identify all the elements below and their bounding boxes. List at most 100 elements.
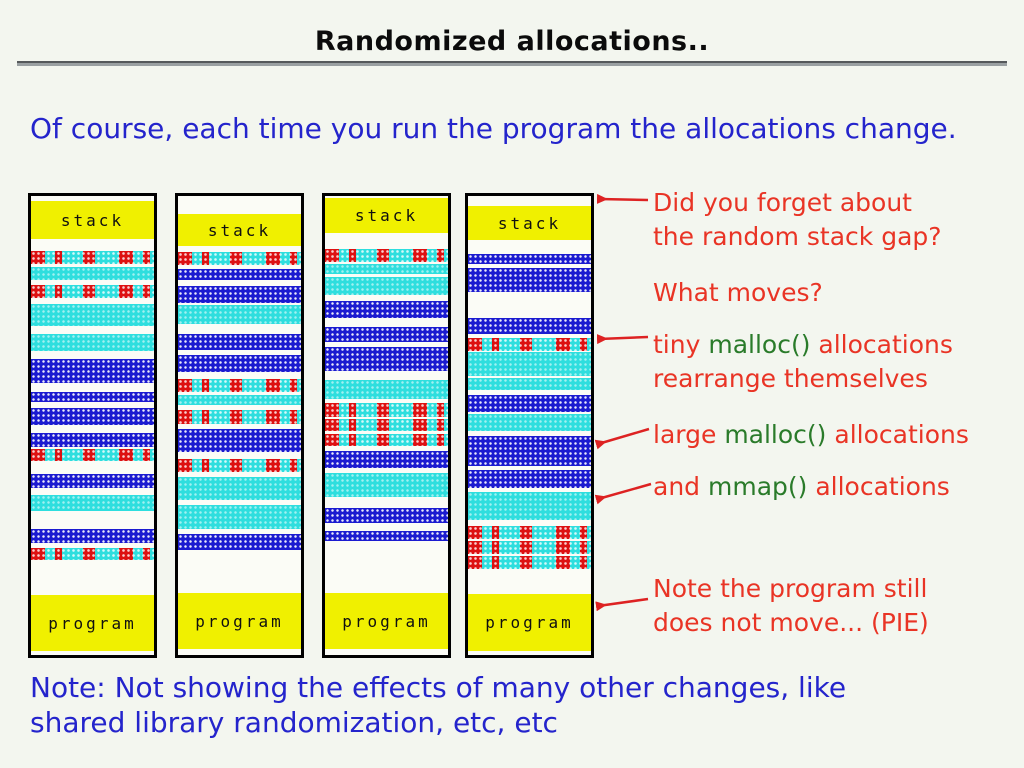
cyan-band — [31, 495, 154, 511]
tiny-malloc-band — [325, 434, 448, 446]
cyan-band — [325, 264, 448, 274]
blue-band — [468, 395, 591, 412]
tiny-malloc-band — [178, 410, 301, 424]
annotation-text-segment: allocations — [810, 330, 953, 359]
annotation-line: Did you forget about — [653, 186, 1018, 220]
blue-band — [468, 470, 591, 488]
cyan-band — [178, 477, 301, 500]
stack-region: stack — [31, 201, 154, 239]
stack-label: stack — [207, 220, 272, 240]
blue-band — [31, 529, 154, 543]
annotation-text-segment: rearrange themselves — [653, 364, 928, 393]
program-label: program — [485, 613, 574, 632]
stack-region: stack — [468, 206, 591, 240]
annotation-text-segment: Did you forget about — [653, 188, 912, 217]
cyan-band — [468, 378, 591, 390]
cyan-band — [178, 305, 301, 324]
blue-band — [468, 318, 591, 334]
program-label: program — [48, 613, 137, 633]
cyan-band — [325, 277, 448, 295]
blue-band — [468, 436, 591, 466]
annotation-text-segment: large — [653, 420, 725, 449]
annotation-line: does not move... (PIE) — [653, 606, 1018, 640]
annotation-text-segment: does not move... (PIE) — [653, 608, 929, 637]
annotation-text-segment: the random stack gap? — [653, 222, 942, 251]
page-title: Randomized allocations.. — [314, 26, 710, 57]
program-region: program — [178, 593, 301, 649]
stack-label: stack — [60, 210, 125, 230]
annotation-line: and mmap() allocations — [653, 470, 1018, 504]
tiny-malloc-band — [31, 251, 154, 264]
blue-band — [178, 429, 301, 452]
program-label: program — [342, 611, 431, 631]
blue-band — [325, 301, 448, 318]
blue-band — [325, 327, 448, 342]
blue-band — [178, 286, 301, 303]
cyan-band — [31, 267, 154, 280]
blue-band — [178, 334, 301, 350]
tiny-malloc-band — [178, 379, 301, 392]
tiny-malloc-band — [468, 556, 591, 569]
annotation-text-segment: malloc() — [708, 330, 811, 359]
annotation-text-segment: allocations — [826, 420, 969, 449]
blue-band — [325, 508, 448, 523]
annotation-line: rearrange themselves — [653, 362, 1018, 396]
stack-region: stack — [325, 198, 448, 233]
program-region: program — [468, 594, 591, 651]
cyan-band — [468, 492, 591, 520]
stack-label: stack — [497, 213, 562, 233]
cyan-band — [468, 352, 591, 376]
cyan-band — [31, 334, 154, 351]
blue-band — [31, 474, 154, 488]
blue-band — [31, 408, 154, 425]
note-large-malloc: large malloc() allocations — [653, 418, 1018, 452]
cyan-band — [468, 414, 591, 431]
tiny-malloc-band — [468, 338, 591, 351]
title-underline — [17, 61, 1007, 66]
tiny-malloc-band — [325, 419, 448, 431]
note-mmap: and mmap() allocations — [653, 470, 1018, 504]
blue-band — [178, 355, 301, 372]
annotation-text-segment: Note the program still — [653, 574, 928, 603]
annotation-text-segment: and — [653, 472, 708, 501]
annotation-line: What moves? — [653, 276, 1018, 310]
memory-column-run-2: stack program — [175, 193, 304, 658]
annotation-line: the random stack gap? — [653, 220, 1018, 254]
cyan-band — [178, 505, 301, 529]
annotation-line: Note the program still — [653, 572, 1018, 606]
tiny-malloc-band — [178, 252, 301, 265]
tiny-malloc-band — [31, 449, 154, 461]
note-pie: Note the program still does not move... (… — [653, 572, 1018, 640]
tiny-malloc-band — [468, 541, 591, 554]
program-region: program — [31, 595, 154, 651]
annotation-text-segment: mmap() — [707, 472, 808, 501]
blue-band — [31, 392, 154, 402]
blue-band — [31, 359, 154, 383]
blue-band — [325, 531, 448, 541]
intro-text: Of course, each time you run the program… — [30, 112, 957, 145]
tiny-malloc-band — [325, 249, 448, 262]
blue-band — [325, 347, 448, 371]
footnote-line-2: shared library randomization, etc, etc — [30, 706, 558, 739]
footnote: Note: Not showing the effects of many ot… — [30, 670, 846, 740]
note-stack-gap: Did you forget about the random stack gap… — [653, 186, 1018, 254]
stack-region: stack — [178, 214, 301, 246]
memory-column-run-1: stack program — [28, 193, 157, 658]
blue-band — [468, 268, 591, 292]
annotation-text-segment: tiny — [653, 330, 709, 359]
tiny-malloc-band — [31, 548, 154, 560]
annotation-line: large malloc() allocations — [653, 418, 1018, 452]
annotation-text-segment: malloc() — [724, 420, 827, 449]
cyan-band — [178, 395, 301, 405]
blue-band — [325, 451, 448, 468]
cyan-band — [325, 380, 448, 399]
annotation-line: tiny malloc() allocations — [653, 328, 1018, 362]
tiny-malloc-band — [178, 459, 301, 472]
tiny-malloc-band — [325, 403, 448, 417]
annotation-text-segment: allocations — [807, 472, 950, 501]
memory-column-run-3: stack program — [322, 193, 451, 658]
footnote-line-1: Note: Not showing the effects of many ot… — [30, 671, 847, 704]
